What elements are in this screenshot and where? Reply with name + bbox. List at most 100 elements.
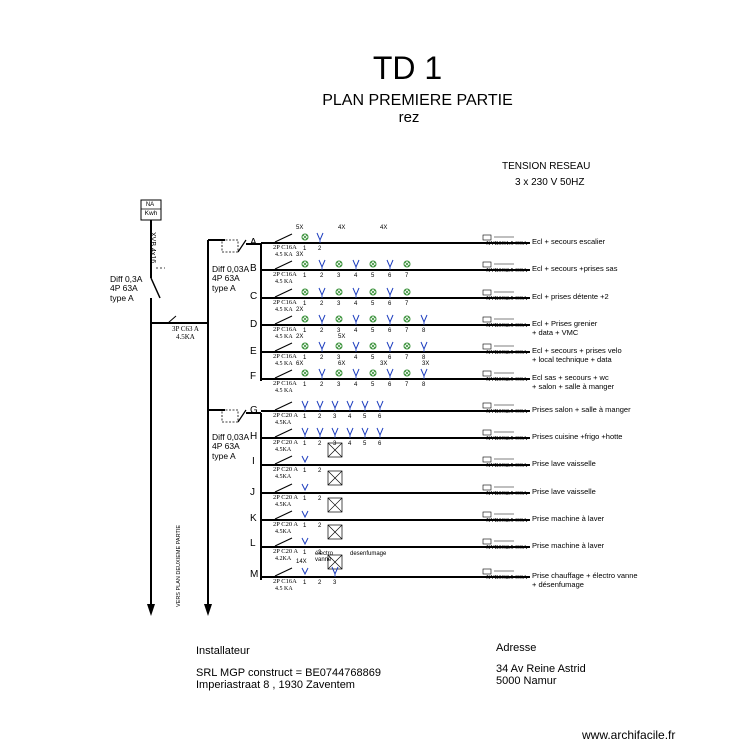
description-line: Prise lave vaisselle [532,487,596,496]
socket-icon [420,341,428,352]
circuit-letter: K [250,513,257,524]
cable-spec: XVB3G2.5 CCA [486,545,528,551]
socket-icon [327,497,343,513]
description-line: Ecl + secours +prises sas [532,264,618,273]
light-point-icon [335,342,343,350]
socket-icon [327,442,343,458]
meter-label: Kwh [144,210,158,217]
description-line: Ecl sas + secours + wc [532,373,609,382]
circuit-number: 4 [354,273,358,279]
circuit-number: 2 [320,382,324,388]
breaker-switch [274,233,293,243]
socket-icon [327,524,343,540]
circuit-number: 1 [303,550,307,556]
description-line: Prises salon + salle à manger [532,405,631,414]
circuit-number: 6 [378,441,382,447]
socket-icon [318,341,326,352]
arrow-down-icon [204,604,212,616]
circuit-description: Prise machine à laver [532,541,604,551]
circuit-letter: B [250,263,257,274]
cable-spec: XVB3G2.5 CCA [486,350,528,356]
circuit-letter: I [252,456,255,467]
circuit-letter: H [250,431,258,442]
circuit-a [261,232,530,244]
circuit-letter: M [250,569,259,580]
circuit-number: 1 [303,580,307,586]
light-point-icon [403,342,411,350]
description-line: + désenfumage [532,579,584,589]
socket-icon [386,368,394,379]
breaker-rating: 2P C20 A [273,521,299,528]
circuit-number: 2 [318,441,322,447]
socket-icon [316,400,324,411]
cable-spec: XVB3G2.5 CCA [486,518,528,524]
breaker-switch [274,401,293,411]
breaker-ka: 4.5 KA [275,307,293,313]
breaker-switch [274,369,293,379]
circuit-number: 6 [388,273,392,279]
light-point-icon [403,288,411,296]
circuit-description: Prises salon + salle à manger [532,405,631,415]
socket-icon [316,232,324,243]
circuit-number: 2 [318,496,322,502]
socket-icon [352,314,360,325]
circuit-number: 1 [303,523,307,529]
circuit-description: Prise machine à laver [532,514,604,524]
count-label: 14X [296,559,307,565]
circuit-description: Ecl sas + secours + wc+ salon + salle à … [532,373,615,391]
breaker-ka: 4.5 KA [275,279,293,285]
circuit-number: 5 [371,273,375,279]
breaker-switch [274,537,293,547]
circuit-number: 3 [337,355,341,361]
socket-icon [318,287,326,298]
breaker-switch [274,567,293,577]
page-subtitle: PLAN PREMIERE PARTIE [322,92,513,109]
circuit-number: 7 [405,301,409,307]
cable-spec: XVB3G2.5 CCA [486,463,528,469]
light-point-icon [403,369,411,377]
cable-spec: XVB3G1.5 CCA [486,241,528,247]
socket-icon [420,368,428,379]
socket-icon [386,314,394,325]
circuit-number: 4 [354,328,358,334]
socket-icon [352,259,360,270]
address-line1: 34 Av Reine Astrid [496,663,586,675]
light-point-icon [301,288,309,296]
light-point-icon [301,342,309,350]
breaker-switch [274,315,293,325]
count-label: 4X [380,225,388,231]
circuit-description: Prise lave vaisselle [532,459,596,469]
socket-icon [327,554,343,570]
circuit-number: 2 [318,523,322,529]
circuit-number: 2 [318,468,322,474]
circuit-number: 1 [303,382,307,388]
socket-icon [331,427,339,438]
cable-spec: XVB3G2.5 CCA [486,296,528,302]
description-line: Ecl + prises détente +2 [532,292,609,301]
breaker-ka: 4.5 KA [275,361,293,367]
description-line: + salon + salle à manger [532,381,615,391]
light-point-icon [369,315,377,323]
breaker-ka: 4.5KA [275,474,292,480]
breaker-switch [274,260,293,270]
circuit-f [261,368,530,380]
socket-icon [301,400,309,411]
circuit-number: 3 [333,441,337,447]
circuit-description: Ecl + Prises grenier+ data + VMC [532,319,597,337]
socket-icon [346,400,354,411]
cable-spec: XVB3G2.5 CCA [486,575,528,581]
cable-spec: XVB3G2.5 CCA [486,491,528,497]
breaker-rating: 2P C20 A [273,412,299,419]
breaker-rating: 2P C16A [273,244,297,251]
count-label: 2X [296,307,304,313]
cable-spec: XVB3G2.5 CCA [486,436,528,442]
circuit-number: 1 [303,328,307,334]
circuit-number: 3 [337,273,341,279]
socket-icon [301,427,309,438]
description-line: Prises cuisine +frigo +hotte [532,432,623,441]
circuit-number: 5 [371,355,375,361]
breaker-ka: 4.5KA [275,502,292,508]
